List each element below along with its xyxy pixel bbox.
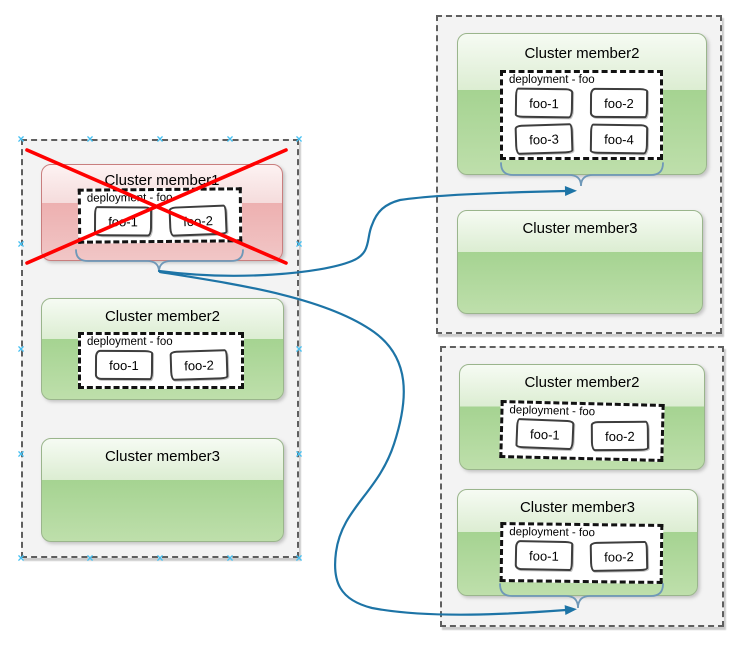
selection-handle[interactable]: ×	[17, 342, 25, 356]
deployment-label: deployment - foo	[509, 74, 595, 86]
selection-handle[interactable]: ×	[295, 132, 303, 146]
pod-foo-1[interactable]: foo-1	[514, 539, 574, 572]
pod-grid: foo-1 foo-2	[503, 417, 662, 452]
pod-foo-4[interactable]: foo-4	[589, 123, 649, 155]
selection-handle[interactable]: ×	[226, 551, 234, 565]
pod-foo-1[interactable]: foo-1	[94, 349, 153, 381]
deployment-label: deployment - foo	[509, 404, 596, 419]
pod-foo-2[interactable]: foo-2	[169, 349, 228, 381]
pod-foo-2[interactable]: foo-2	[589, 540, 649, 573]
member-box-top-right-cluster3[interactable]: Cluster member3	[457, 210, 703, 314]
pod-grid: foo-1 foo-2	[81, 204, 239, 237]
deployment-box-bottom-right-cluster2[interactable]: deployment - foo foo-1 foo-2	[499, 400, 665, 462]
pod-grid: foo-1 foo-2	[503, 539, 660, 573]
member-title: Cluster member3	[519, 499, 636, 516]
selection-handle[interactable]: ×	[17, 132, 25, 146]
deployment-label: deployment - foo	[87, 336, 173, 348]
pod-grid: foo-1 foo-2	[81, 349, 241, 381]
pod-foo-3[interactable]: foo-3	[514, 123, 574, 155]
pod-foo-1[interactable]: foo-1	[514, 87, 574, 119]
selection-handle[interactable]: ×	[226, 132, 234, 146]
pod-foo-1[interactable]: foo-1	[514, 417, 574, 451]
selection-handle[interactable]: ×	[17, 237, 25, 251]
pod-foo-2[interactable]: foo-2	[590, 420, 649, 452]
selection-handle[interactable]: ×	[295, 237, 303, 251]
member-box-left-cluster3[interactable]: Cluster member3	[41, 438, 284, 542]
selection-handle[interactable]: ×	[295, 551, 303, 565]
selection-handle[interactable]: ×	[156, 132, 164, 146]
selection-handle[interactable]: ×	[17, 551, 25, 565]
deployment-box-left-cluster2[interactable]: deployment - foo foo-1 foo-2	[78, 332, 244, 389]
member-title: Cluster member2	[104, 308, 221, 325]
selection-handle[interactable]: ×	[156, 551, 164, 565]
selection-handle[interactable]: ×	[295, 342, 303, 356]
selection-handle[interactable]: ×	[295, 447, 303, 461]
deployment-label: deployment - foo	[509, 526, 595, 540]
deployment-box-left-cluster1[interactable]: deployment - foo foo-1 foo-2	[77, 187, 243, 244]
pod-foo-2[interactable]: foo-2	[167, 204, 228, 237]
member-title: Cluster member2	[524, 45, 640, 62]
member-title: Cluster member1	[104, 172, 220, 189]
deployment-box-bottom-right-cluster3[interactable]: deployment - foo foo-1 foo-2	[499, 522, 664, 584]
deployment-label: deployment - foo	[86, 191, 173, 205]
pod-grid: foo-1 foo-2 foo-3 foo-4	[503, 87, 660, 155]
member-title: Cluster member3	[104, 448, 221, 465]
selection-handle[interactable]: ×	[17, 447, 25, 461]
pod-foo-2[interactable]: foo-2	[589, 87, 649, 119]
pod-foo-1[interactable]: foo-1	[93, 206, 152, 237]
selection-handle[interactable]: ×	[86, 551, 94, 565]
selection-handle[interactable]: ×	[86, 132, 94, 146]
member-title: Cluster member3	[522, 220, 638, 237]
deployment-box-top-right-cluster2[interactable]: deployment - foo foo-1 foo-2 foo-3 foo-4	[500, 70, 663, 160]
member-title: Cluster member2	[524, 374, 640, 391]
